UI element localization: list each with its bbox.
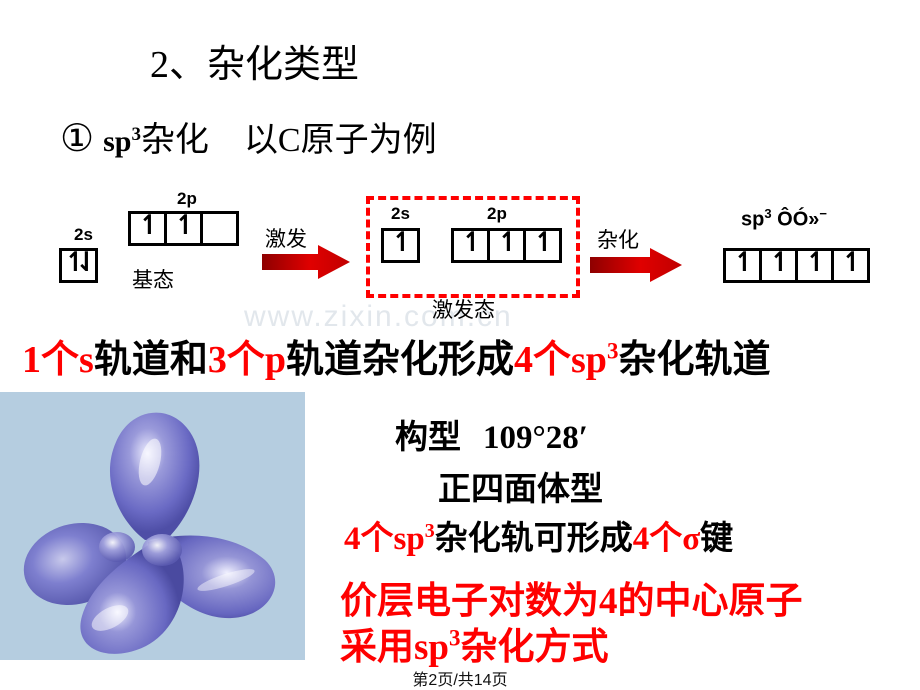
ground-state-label: 基态 <box>132 268 174 292</box>
electron-up-arrow: ↿ <box>461 227 484 258</box>
orbital-box: ↿ <box>164 211 203 246</box>
electron-up-arrow: ↿ <box>841 247 864 278</box>
orbital-box: ↿ ⇃ <box>59 248 98 283</box>
orbital-box <box>200 211 239 246</box>
electron-up-arrow: ↿ <box>497 227 520 258</box>
excited-2p-label: 2p <box>487 204 507 223</box>
statement-seg-3: 轨道和 <box>93 339 208 381</box>
orbital-box: ↿ <box>759 248 798 283</box>
ground-2p-boxrow: ↿ ↿ <box>128 211 239 246</box>
ground-2s-label: 2s <box>74 225 93 244</box>
electron-up-arrow: ↿ <box>805 247 828 278</box>
electron-up-arrow: ↿ <box>533 227 556 258</box>
orbital-box: ↿ <box>381 228 420 263</box>
orbital-box: ↿ <box>723 248 762 283</box>
excite-arrow-label: 激发 <box>265 227 307 251</box>
hybrid-boxrow: ↿ ↿ ↿ ↿ <box>723 248 870 283</box>
conclusion-line-1: 价层电子对数为4的中心原子 <box>340 581 803 622</box>
conclusion-seg-sp: sp3 <box>414 625 461 668</box>
tetrahedral-orbital-illustration <box>23 412 276 654</box>
electron-up-arrow: ↿ <box>64 247 87 278</box>
statement-seg-5: p <box>264 339 286 381</box>
orbital-box: ↿ <box>128 211 167 246</box>
statement-seg-4: 3个 <box>207 339 265 381</box>
orbital-box: ↿ <box>451 228 490 263</box>
bond-angle-value: 109°28′ <box>483 420 588 456</box>
sigma-seg-5: σ <box>682 521 701 557</box>
subtitle-sp-label: sp3 <box>103 124 141 158</box>
geometry-line: 构型 109°28′ <box>395 410 588 458</box>
statement-seg-7: 4个 <box>514 339 572 381</box>
electron-up-arrow: ↿ <box>733 247 756 278</box>
excited-2s-boxrow: ↿ <box>381 228 420 263</box>
electron-up-arrow: ↿ <box>391 227 414 258</box>
electron-up-arrow: ↿ <box>138 210 161 241</box>
subtitle-marker: ① <box>60 118 95 160</box>
section-subtitle: ① sp3杂化 以C原子为例 <box>60 112 437 161</box>
statement-seg-2: s <box>79 339 94 381</box>
page-title: 2、杂化类型 <box>150 44 360 86</box>
sigma-bond-line: 4个sp3杂化轨可形成4个σ键 <box>344 511 733 559</box>
electron-down-arrow: ⇃ <box>75 247 98 278</box>
excited-state-frame <box>366 196 580 298</box>
watermark-text: www.zixin.com.cn <box>244 300 513 333</box>
sigma-seg-4: 4个 <box>632 521 683 557</box>
hybridize-arrow-label: 杂化 <box>597 228 639 252</box>
sigma-seg-3: 杂化轨可形成 <box>434 521 633 557</box>
sigma-seg-1: 4个 <box>344 521 394 557</box>
excited-2p-boxrow: ↿ ↿ ↿ <box>451 228 562 263</box>
statement-seg-1: 1个 <box>22 339 80 381</box>
orbital-box: ↿ <box>795 248 834 283</box>
statement-seg-9: 杂化轨道 <box>618 339 771 381</box>
conclusion-seg-a: 采用 <box>340 627 414 668</box>
electron-up-arrow: ↿ <box>174 210 197 241</box>
geometry-label: 构型 <box>395 420 461 456</box>
hybridization-statement: 1个s轨道和3个p轨道杂化形成4个sp3杂化轨道 <box>22 328 770 383</box>
sigma-seg-6: 键 <box>700 521 734 557</box>
hybrid-orbital-caption: sp3 ÔÓ»− <box>741 206 827 231</box>
electron-up-arrow: ↿ <box>769 247 792 278</box>
conclusion-seg-b: 杂化方式 <box>460 627 609 668</box>
subtitle-example: 以C原子为例 <box>243 122 437 159</box>
orbital-box: ↿ <box>523 228 562 263</box>
sp3-orbital-image <box>0 392 305 660</box>
excited-state-label: 激发态 <box>432 298 495 322</box>
orbital-box: ↿ <box>487 228 526 263</box>
excited-2s-label: 2s <box>391 204 410 223</box>
statement-seg-8: sp3 <box>571 338 619 381</box>
statement-seg-6: 轨道杂化形成 <box>285 339 514 381</box>
hybridization-arrow-icon <box>590 248 682 282</box>
conclusion-line-2: 采用sp3杂化方式 <box>340 616 608 670</box>
subtitle-sp-cn: 杂化 <box>140 122 209 159</box>
ground-2s-boxrow: ↿ ⇃ <box>59 248 98 283</box>
geometry-shape: 正四面体型 <box>438 472 603 508</box>
sigma-seg-2: sp3 <box>393 520 435 557</box>
page-footer: 第2页/共14页 <box>412 672 508 689</box>
excitation-arrow-icon <box>262 245 350 279</box>
ground-2p-label: 2p <box>177 189 197 208</box>
orbital-box: ↿ <box>831 248 870 283</box>
